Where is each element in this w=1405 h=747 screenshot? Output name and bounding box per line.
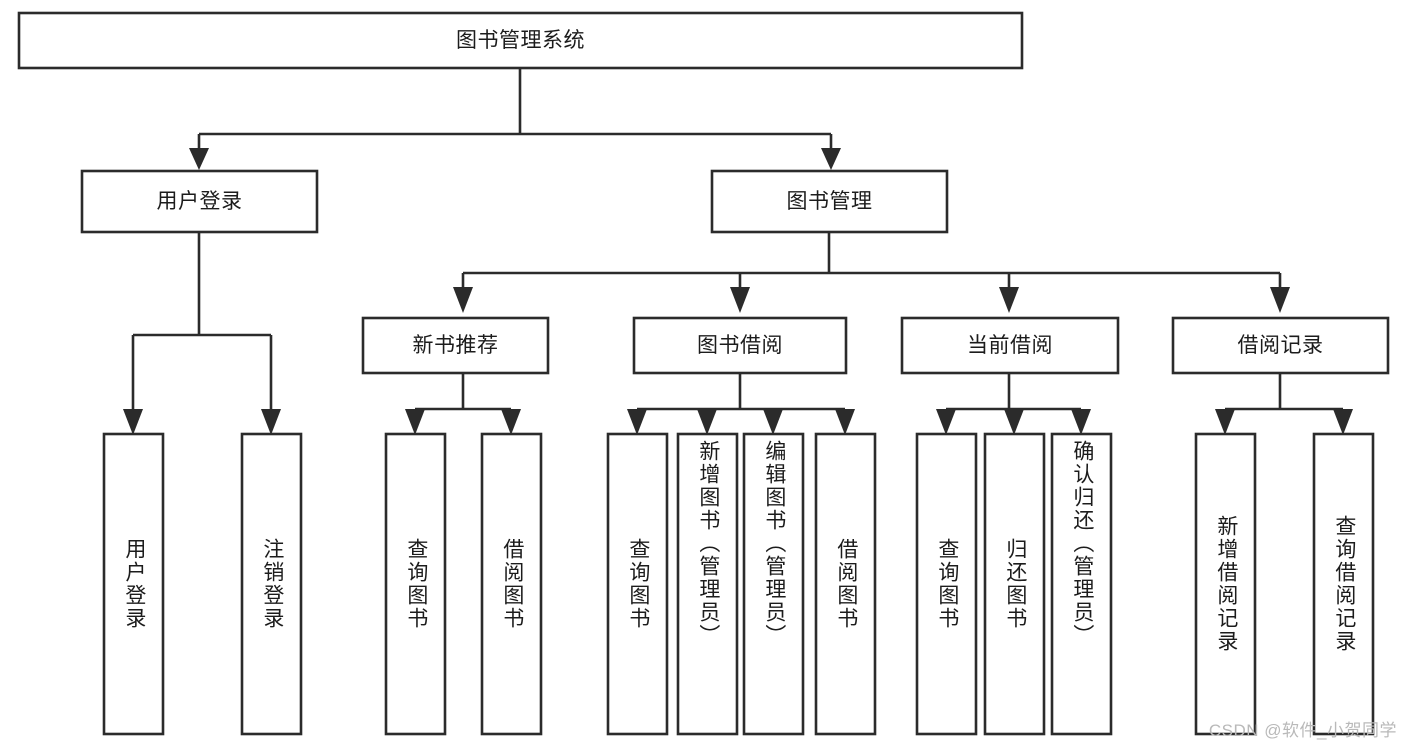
connector-group-current-borrow-to-leaves [936, 373, 1091, 435]
node-box-borrow-record[interactable] [1171, 316, 1390, 375]
node-box-book-manage[interactable] [710, 169, 949, 234]
arrow-head-current-borrow [999, 287, 1019, 313]
arrow-head-leaf-edit-book [763, 409, 783, 435]
arrow-head-book-borrow [730, 287, 750, 313]
connector-group-new-book-rec-to-leaves [405, 373, 521, 435]
arrow-head-leaf-borrow-book-1 [501, 409, 521, 435]
node-box-leaf-user-logout[interactable] [240, 432, 303, 736]
arrow-head-leaf-add-book [697, 409, 717, 435]
arrow-head-leaf-query-record [1333, 409, 1353, 435]
connector-group-root-to-level2 [189, 68, 841, 170]
node-box-leaf-query-book-1[interactable] [384, 432, 447, 736]
node-box-leaf-query-book-3[interactable] [915, 432, 978, 736]
node-box-root[interactable] [17, 11, 1024, 70]
arrow-head-leaf-borrow-book-2 [835, 409, 855, 435]
arrow-head-leaf-query-book-3 [936, 409, 956, 435]
node-box-user-login[interactable] [80, 169, 319, 234]
node-box-leaf-edit-book[interactable] [742, 432, 805, 736]
arrow-head-root-to-user-login [189, 148, 209, 170]
node-box-book-borrow[interactable] [632, 316, 848, 375]
connector-group-book-manage-to-level3 [453, 232, 1290, 313]
node-box-leaf-confirm-return[interactable] [1050, 432, 1113, 736]
arrow-head-borrow-record [1270, 287, 1290, 313]
watermark-text: CSDN @软件_小贺同学 [1208, 721, 1397, 740]
node-box-leaf-user-login[interactable] [102, 432, 165, 736]
node-box-new-book-rec[interactable] [361, 316, 550, 375]
node-box-leaf-return-book[interactable] [983, 432, 1046, 736]
arrow-head-leaf-add-record [1215, 409, 1235, 435]
node-box-leaf-query-book-2[interactable] [606, 432, 669, 736]
arrow-head-leaf-user-login [123, 409, 143, 435]
arrow-head-leaf-confirm-return [1071, 409, 1091, 435]
arrow-head-leaf-query-book-2 [627, 409, 647, 435]
arrow-head-root-to-book-manage [821, 148, 841, 170]
connector-group-user-login-to-leaves [123, 232, 281, 435]
connector-group-borrow-record-to-leaves [1215, 373, 1353, 435]
arrow-head-leaf-return-book [1004, 409, 1024, 435]
arrow-head-new-book-rec [453, 287, 473, 313]
node-box-leaf-add-book[interactable] [676, 432, 739, 736]
arrow-head-leaf-user-logout [261, 409, 281, 435]
node-box-current-borrow[interactable] [900, 316, 1120, 375]
arrow-head-leaf-query-book-1 [405, 409, 425, 435]
node-box-leaf-borrow-book-2[interactable] [814, 432, 877, 736]
node-box-leaf-query-record[interactable] [1312, 432, 1375, 736]
connector-group-book-borrow-to-leaves [627, 373, 855, 435]
node-box-leaf-add-record[interactable] [1194, 432, 1257, 736]
node-box-leaf-borrow-book-1[interactable] [480, 432, 543, 736]
